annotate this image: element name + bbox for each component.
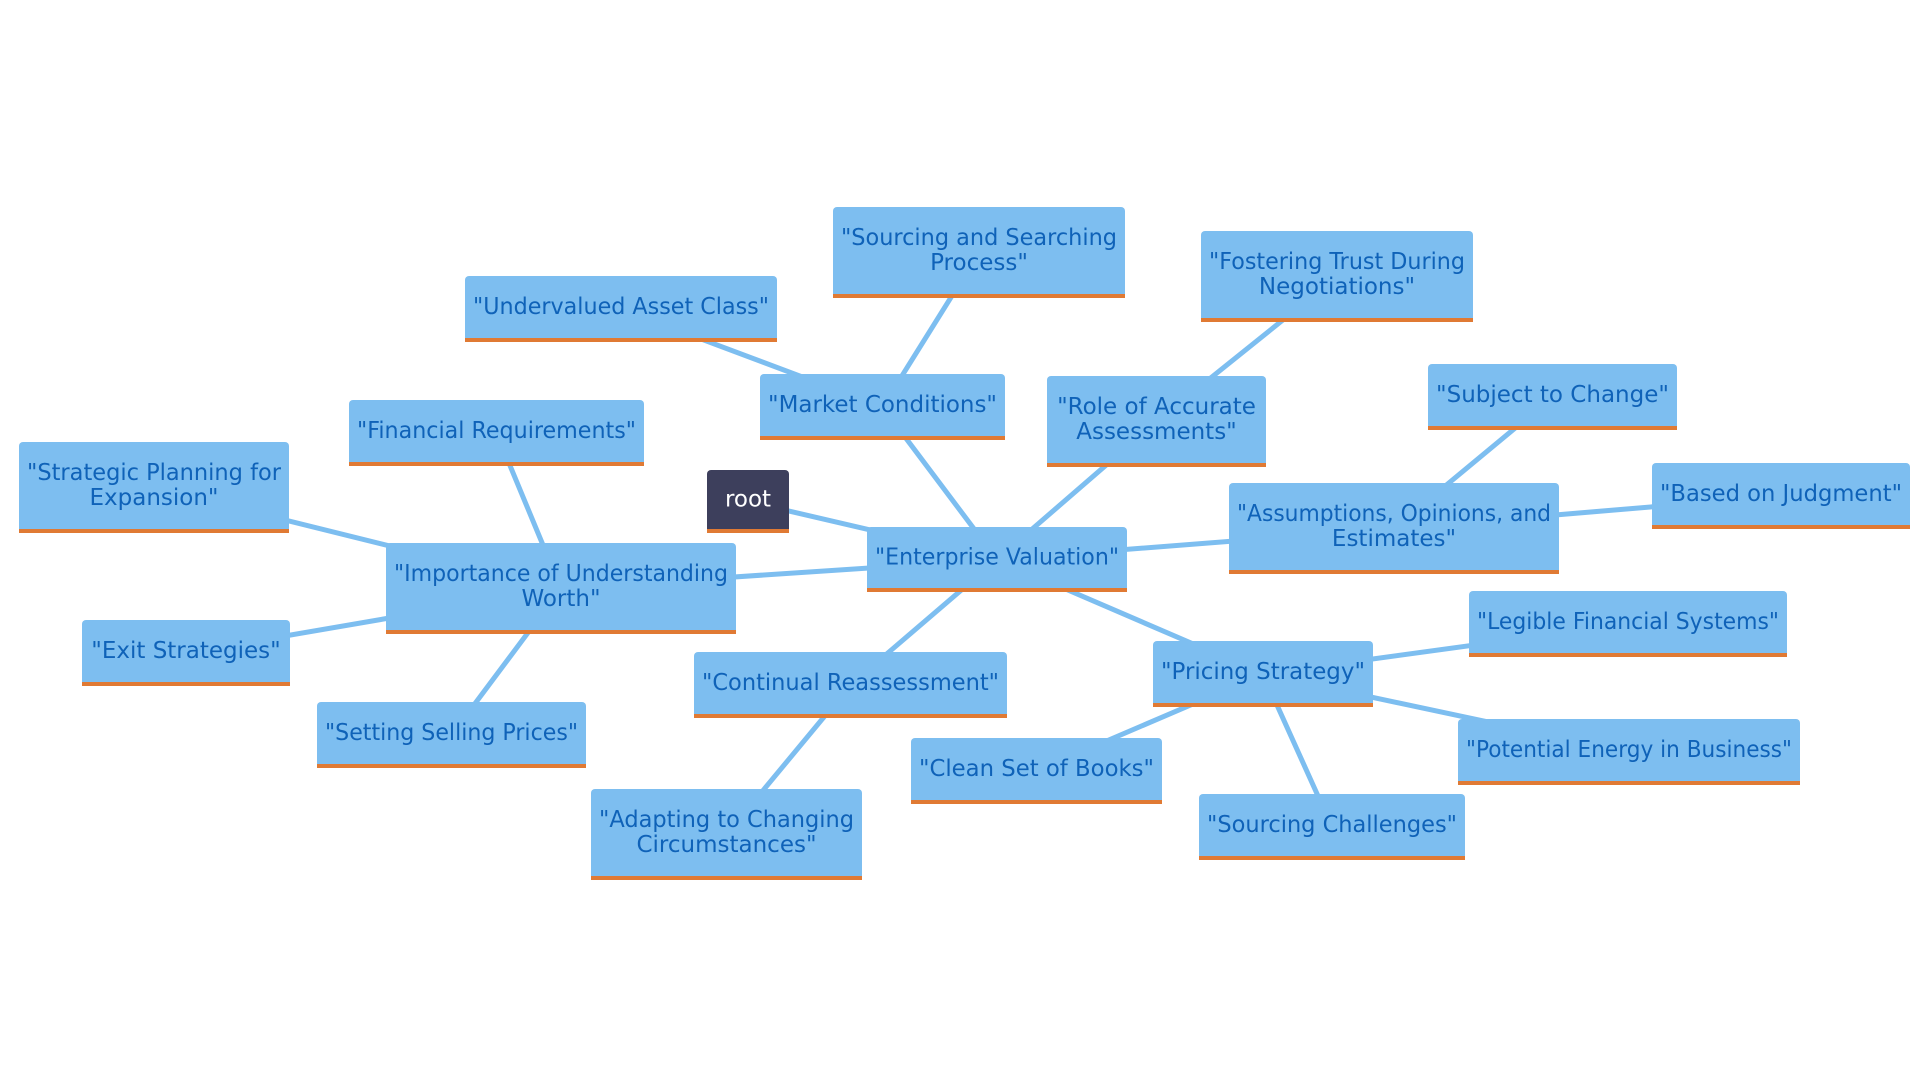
node-legible-financial-systems[interactable]: "Legible Financial Systems" — [1469, 591, 1787, 657]
node-box — [1428, 364, 1677, 430]
node-box — [833, 207, 1125, 298]
node-label: "Fostering Trust During — [1209, 249, 1465, 275]
node-label: root — [725, 487, 771, 513]
node-box — [1458, 719, 1800, 785]
node-underline — [833, 294, 1125, 298]
node-box — [1199, 794, 1465, 860]
node-underline — [1652, 525, 1910, 529]
node-box — [1469, 591, 1787, 657]
node-label: "Subject to Change" — [1436, 382, 1669, 408]
node-underline — [349, 462, 644, 466]
node-undervalued-asset-class[interactable]: "Undervalued Asset Class" — [465, 276, 777, 342]
node-enterprise-valuation[interactable]: "Enterprise Valuation" — [867, 527, 1127, 592]
node-label: Estimates" — [1332, 526, 1456, 552]
node-financial-requirements[interactable]: "Financial Requirements" — [349, 400, 644, 466]
node-label: Process" — [930, 250, 1028, 276]
node-underline — [1229, 570, 1559, 574]
node-root[interactable]: root — [707, 470, 789, 533]
node-underline — [1153, 703, 1373, 707]
node-box — [1201, 231, 1473, 322]
node-label: "Setting Selling Prices" — [325, 720, 578, 746]
node-underline — [386, 630, 736, 634]
node-market-conditions[interactable]: "Market Conditions" — [760, 374, 1005, 440]
node-label: "Strategic Planning for — [27, 460, 282, 486]
node-underline — [82, 682, 290, 686]
node-underline — [1469, 653, 1787, 657]
node-underline — [317, 764, 586, 768]
node-label: Circumstances" — [636, 832, 816, 858]
node-underline — [1428, 426, 1677, 430]
node-box — [82, 620, 290, 686]
node-underline — [707, 529, 789, 533]
node-sourcing-challenges[interactable]: "Sourcing Challenges" — [1199, 794, 1465, 860]
node-label: "Sourcing and Searching — [841, 225, 1117, 251]
node-box — [591, 789, 862, 880]
node-box — [349, 400, 644, 466]
node-label: "Market Conditions" — [768, 392, 997, 418]
node-continual-reassessment[interactable]: "Continual Reassessment" — [694, 652, 1007, 718]
node-underline — [465, 338, 777, 342]
node-label: "Based on Judgment" — [1660, 481, 1902, 507]
node-label: "Continual Reassessment" — [702, 670, 999, 696]
node-box — [1229, 483, 1559, 574]
node-label: "Sourcing Challenges" — [1207, 812, 1457, 838]
node-label: "Undervalued Asset Class" — [473, 294, 769, 320]
node-box — [465, 276, 777, 342]
node-underline — [694, 714, 1007, 718]
node-label: "Importance of Understanding — [394, 561, 728, 587]
node-label: "Financial Requirements" — [357, 418, 636, 444]
node-label: "Exit Strategies" — [91, 638, 280, 664]
node-box — [911, 738, 1162, 804]
node-label: "Clean Set of Books" — [919, 756, 1154, 782]
node-setting-selling-prices[interactable]: "Setting Selling Prices" — [317, 702, 586, 768]
node-underline — [760, 436, 1005, 440]
node-underline — [911, 800, 1162, 804]
node-label: Worth" — [521, 586, 600, 612]
node-underline — [591, 876, 862, 880]
nodes-layer: root "Enterprise Valuation" "Market Condit… — [19, 207, 1910, 880]
node-label: "Potential Energy in Business" — [1466, 737, 1792, 763]
node-box — [760, 374, 1005, 440]
node-box — [867, 527, 1127, 592]
node-box — [386, 543, 736, 634]
node-underline — [1458, 781, 1800, 785]
node-underline — [19, 529, 289, 533]
node-label: Expansion" — [89, 485, 218, 511]
node-label: "Assumptions, Opinions, and — [1237, 501, 1551, 527]
node-box — [694, 652, 1007, 718]
node-based-on-judgment[interactable]: "Based on Judgment" — [1652, 463, 1910, 529]
node-box — [1153, 641, 1373, 707]
node-box — [317, 702, 586, 768]
node-clean-set-of-books[interactable]: "Clean Set of Books" — [911, 738, 1162, 804]
node-subject-to-change[interactable]: "Subject to Change" — [1428, 364, 1677, 430]
node-label: "Adapting to Changing — [599, 807, 854, 833]
node-label: "Legible Financial Systems" — [1477, 609, 1779, 635]
node-underline — [1201, 318, 1473, 322]
node-label: "Pricing Strategy" — [1161, 659, 1365, 685]
node-label: "Role of Accurate — [1057, 394, 1256, 420]
node-label: Assessments" — [1076, 419, 1237, 445]
node-underline — [1047, 463, 1266, 467]
node-underline — [1199, 856, 1465, 860]
node-potential-energy[interactable]: "Potential Energy in Business" — [1458, 719, 1800, 785]
node-label: "Enterprise Valuation" — [875, 545, 1119, 571]
node-exit-strategies[interactable]: "Exit Strategies" — [82, 620, 290, 686]
node-underline — [867, 588, 1127, 592]
node-pricing-strategy[interactable]: "Pricing Strategy" — [1153, 641, 1373, 707]
node-box — [1047, 376, 1266, 467]
node-box — [19, 442, 289, 533]
node-box — [1652, 463, 1910, 529]
node-label: Negotiations" — [1259, 274, 1415, 300]
node-box — [707, 470, 789, 533]
